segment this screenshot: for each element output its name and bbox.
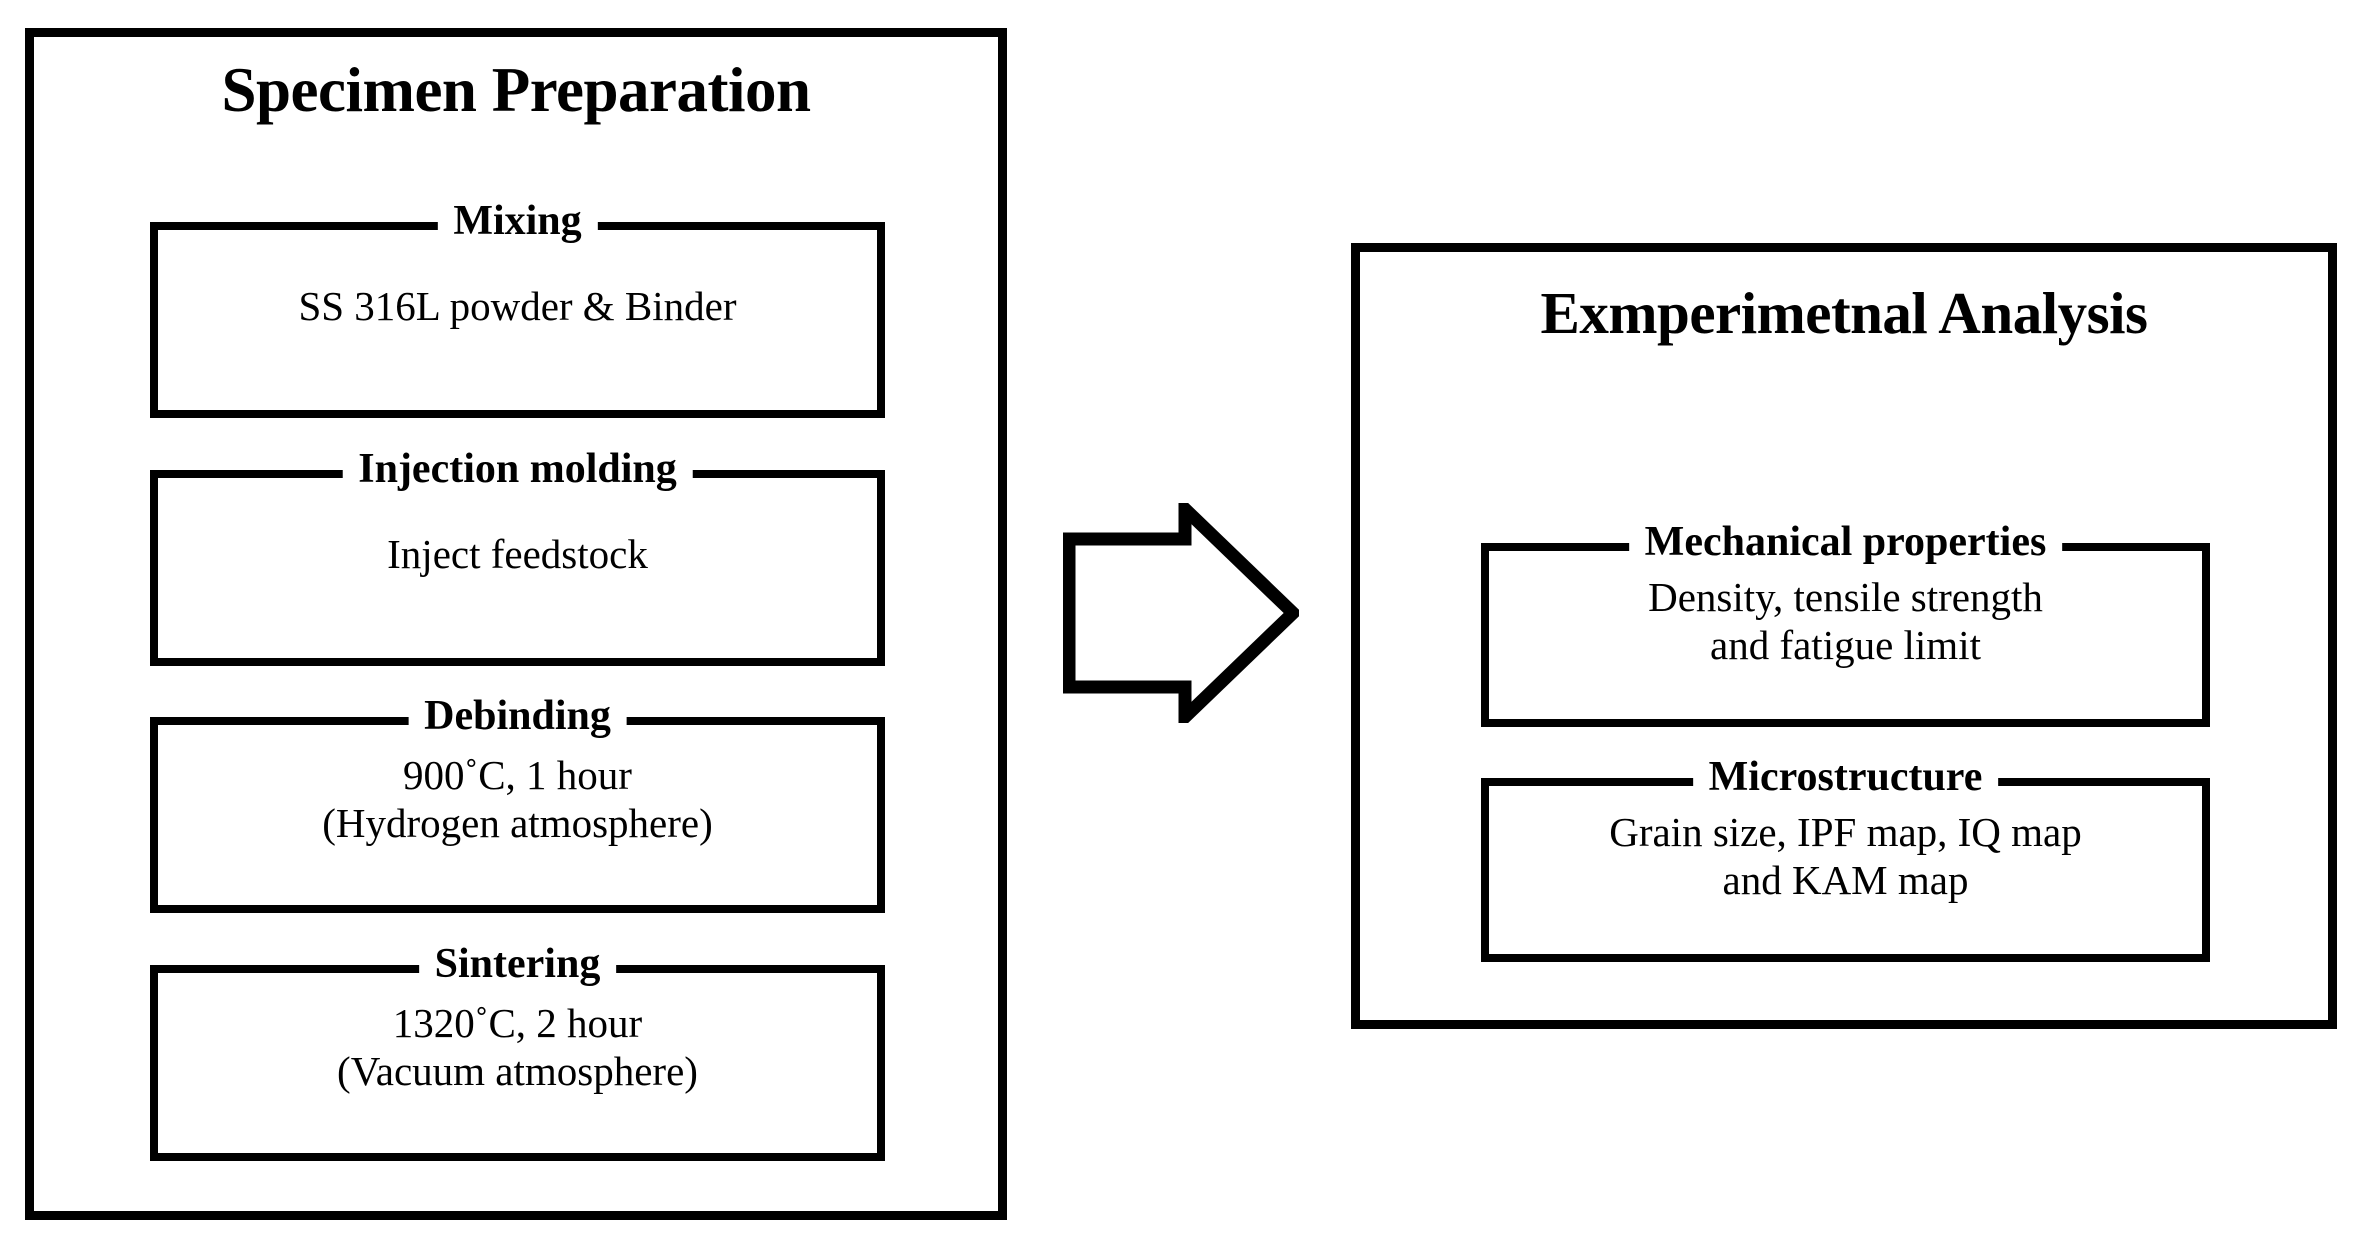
- item-body-mechanical-properties: Density, tensile strength and fatigue li…: [1648, 574, 2043, 669]
- panel-title-specimen-preparation: Specimen Preparation: [221, 55, 811, 125]
- process-step-injection-molding: Injection molding Inject feedstock: [150, 448, 885, 666]
- step-body-sintering: 1320˚C, 2 hour (Vacuum atmosphere): [337, 1000, 698, 1095]
- step-legend-sintering: Sintering: [418, 943, 617, 986]
- step-body-mixing: SS 316L powder & Binder: [298, 283, 737, 329]
- process-step-mixing: Mixing SS 316L powder & Binder: [150, 200, 885, 418]
- right-arrow-icon: [1063, 503, 1299, 723]
- analysis-item-mechanical-properties: Mechanical properties Density, tensile s…: [1481, 521, 2210, 727]
- process-step-sintering: Sintering 1320˚C, 2 hour (Vacuum atmosph…: [150, 943, 885, 1161]
- panel-experimental-analysis: Exmperimetnal Analysis: [1351, 243, 2337, 1029]
- step-body-injection-molding: Inject feedstock: [387, 531, 648, 577]
- item-legend-mechanical-properties: Mechanical properties: [1628, 521, 2063, 564]
- step-body-debinding: 900˚C, 1 hour (Hydrogen atmosphere): [322, 752, 713, 847]
- step-legend-injection-molding: Injection molding: [342, 448, 693, 491]
- process-step-debinding: Debinding 900˚C, 1 hour (Hydrogen atmosp…: [150, 695, 885, 913]
- step-legend-mixing: Mixing: [437, 200, 598, 243]
- item-legend-microstructure: Microstructure: [1692, 756, 1999, 799]
- item-body-microstructure: Grain size, IPF map, IQ map and KAM map: [1609, 809, 2082, 904]
- step-legend-debinding: Debinding: [408, 695, 627, 738]
- analysis-item-microstructure: Microstructure Grain size, IPF map, IQ m…: [1481, 756, 2210, 962]
- panel-title-experimental-analysis: Exmperimetnal Analysis: [1540, 280, 2148, 346]
